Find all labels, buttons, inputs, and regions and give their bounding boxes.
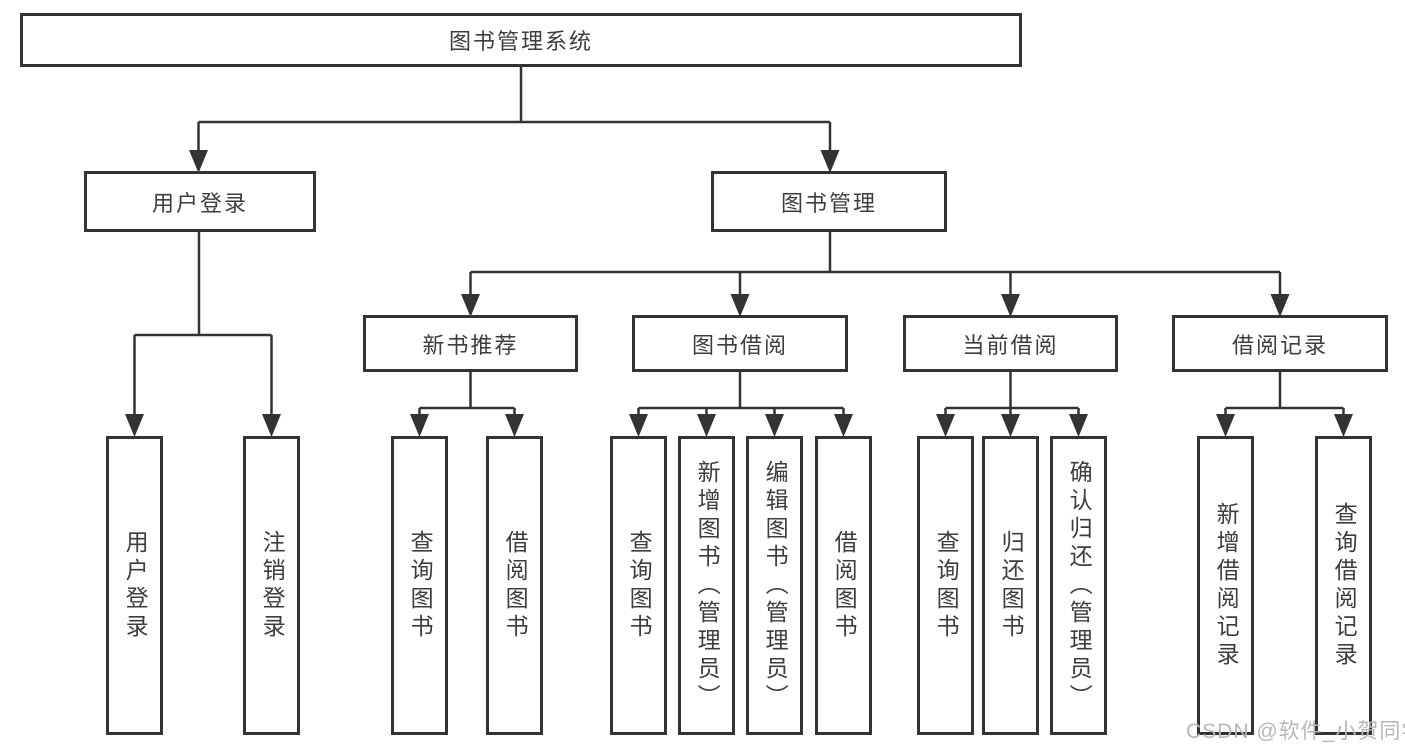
node-label: 新书推荐 bbox=[422, 332, 519, 358]
node-book-borrow: 图书借阅 bbox=[632, 315, 848, 372]
leaf-query-borrow-record: 查询借阅记录 bbox=[1315, 436, 1372, 735]
node-root-library-system: 图书管理系统 bbox=[20, 13, 1022, 67]
leaf-add-book-admin: 新增图书（管理员） bbox=[678, 436, 735, 735]
connector-arrowhead bbox=[461, 294, 480, 317]
node-label: 借阅记录 bbox=[1231, 332, 1328, 358]
connector-arrowhead bbox=[834, 414, 853, 437]
leaf-confirm-return-admin: 确认归还（管理员） bbox=[1050, 436, 1107, 735]
node-current-borrow: 当前借阅 bbox=[903, 315, 1118, 372]
node-label: 图书管理 bbox=[780, 190, 877, 216]
node-label: 用户登录 bbox=[151, 190, 248, 216]
leaf-query-book-borrow: 查询图书 bbox=[610, 436, 667, 735]
leaf-edit-book-admin: 编辑图书（管理员） bbox=[746, 436, 803, 735]
leaf-logout: 注销登录 bbox=[243, 436, 300, 735]
leaf-return-book: 归还图书 bbox=[982, 436, 1039, 735]
connector-arrowhead bbox=[697, 414, 716, 437]
leaf-borrow-book-newbook: 借阅图书 bbox=[486, 436, 543, 735]
connector-arrowhead bbox=[1001, 414, 1020, 437]
leaf-user-login: 用户登录 bbox=[106, 436, 163, 735]
watermark: CSDN @软件_小贺同学 bbox=[1186, 720, 1405, 743]
connector-arrowhead bbox=[820, 150, 840, 173]
connector-arrowhead bbox=[765, 414, 784, 437]
connector-arrowhead bbox=[936, 414, 955, 437]
connector-arrowhead bbox=[730, 294, 750, 317]
connector-arrowhead bbox=[1216, 414, 1235, 437]
node-label: 当前借阅 bbox=[962, 332, 1059, 358]
connector-arrowhead bbox=[125, 414, 144, 437]
node-label: 图书借阅 bbox=[691, 332, 788, 358]
node-label: 图书管理系统 bbox=[448, 29, 593, 54]
connector-arrowhead bbox=[1069, 414, 1088, 437]
connector-arrowhead bbox=[1270, 294, 1290, 317]
leaf-query-book-current: 查询图书 bbox=[917, 436, 974, 735]
connector-arrowhead bbox=[189, 150, 208, 173]
connector-arrowhead bbox=[1001, 294, 1020, 317]
connector-arrowhead bbox=[262, 414, 281, 437]
connector-arrowhead bbox=[629, 414, 648, 437]
node-new-book-recommend: 新书推荐 bbox=[363, 315, 578, 372]
leaf-borrow-book: 借阅图书 bbox=[815, 436, 872, 735]
node-user-login: 用户登录 bbox=[84, 171, 316, 232]
node-book-management: 图书管理 bbox=[711, 171, 947, 232]
connector-arrowhead bbox=[505, 414, 524, 437]
leaf-add-borrow-record: 新增借阅记录 bbox=[1197, 436, 1254, 735]
connector-arrowhead bbox=[1334, 414, 1353, 437]
leaf-query-book-newbook: 查询图书 bbox=[391, 436, 448, 735]
connector-arrowhead bbox=[410, 414, 429, 437]
node-borrow-record: 借阅记录 bbox=[1172, 315, 1388, 372]
